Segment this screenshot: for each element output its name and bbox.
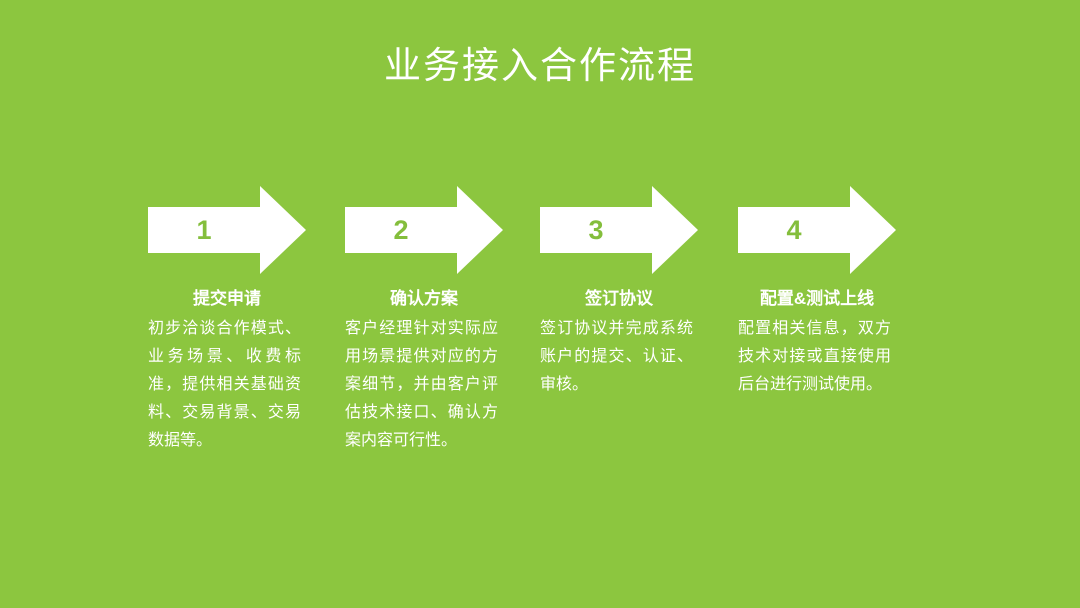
step-item-2: 2 确认方案 客户经理针对实际应用场景提供对应的方案细节，并由客户评估技术接口、… [345,186,503,455]
step-number: 3 [588,214,604,245]
right-arrow-shape: 2 [345,186,503,274]
step-description: 初步洽谈合作模式、业务场景、收费标准，提供相关基础资料、交易背景、交易数据等。 [148,320,301,449]
step-heading: 提交申请 [193,289,261,308]
step-number: 1 [196,214,212,245]
right-arrow-shape: 4 [738,186,896,274]
arrow-body [148,207,260,253]
arrow-head-icon [457,186,503,274]
step-number: 2 [393,214,409,245]
right-arrow-shape: 1 [148,186,306,274]
step-item-3: 3 签订协议 签订协议并完成系统账户的提交、认证、审核。 [540,186,698,399]
step-number: 4 [786,214,802,245]
arrow-head-icon [850,186,896,274]
right-arrow-shape: 3 [540,186,698,274]
arrow-head-icon [260,186,306,274]
step-item-1: 1 提交申请 初步洽谈合作模式、业务场景、收费标准，提供相关基础资料、交易背景、… [148,186,306,455]
step-heading: 签订协议 [585,289,653,308]
step-description: 签订协议并完成系统账户的提交、认证、审核。 [540,320,693,393]
step-description: 配置相关信息，双方技术对接或直接使用后台进行测试使用。 [738,320,891,393]
step-item-4: 4 配置&测试上线 配置相关信息，双方技术对接或直接使用后台进行测试使用。 [738,186,896,399]
arrow-body [738,207,850,253]
arrow-body [540,207,652,253]
slide-title: 业务接入合作流程 [384,46,696,87]
arrow-body [345,207,457,253]
step-heading: 配置&测试上线 [759,289,875,308]
step-heading: 确认方案 [390,289,458,308]
step-description: 客户经理针对实际应用场景提供对应的方案细节，并由客户评估技术接口、确认方案内容可… [345,320,498,449]
arrow-head-icon [652,186,698,274]
